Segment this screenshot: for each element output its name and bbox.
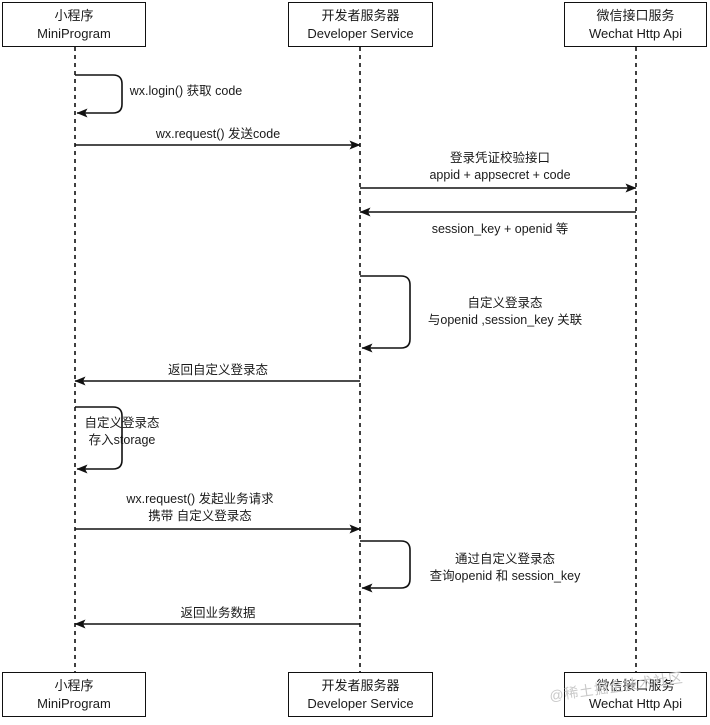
message-label-line: appid + appsecret + code	[429, 167, 571, 182]
participant-name-cn: 开发者服务器	[321, 677, 400, 693]
message-label-line: 自定义登录态	[467, 296, 543, 310]
message-label-line: 查询openid 和 session_key	[429, 568, 581, 583]
participant-name-en: MiniProgram	[37, 25, 111, 41]
participant-name-cn: 小程序	[54, 7, 94, 23]
message-label-m9: 通过自定义登录态查询openid 和 session_key	[430, 551, 581, 585]
message-label-line: wx.request() 发起业务请求	[126, 492, 274, 506]
message-label-line: wx.login() 获取 code	[129, 84, 243, 98]
message-label-line: 通过自定义登录态	[454, 552, 555, 566]
self-message-m1	[75, 74, 123, 118]
message-label-m5: 自定义登录态与openid ,session_key 关联	[428, 295, 582, 329]
message-label-line: 携带 自定义登录态	[148, 508, 252, 523]
self-message-m5	[360, 275, 411, 353]
participant-name-cn: 开发者服务器	[321, 7, 400, 23]
participant-name-en: Developer Service	[307, 25, 414, 41]
message-label-m4: session_key + openid 等	[432, 221, 569, 238]
message-label-m8: wx.request() 发起业务请求携带 自定义登录态	[126, 491, 273, 525]
participant-name-en: Developer Service	[307, 695, 414, 711]
self-message-m9	[360, 540, 411, 593]
message-label-m1: wx.login() 获取 code	[130, 83, 243, 100]
message-label-m10: 返回业务数据	[180, 605, 255, 622]
message-label-line: 返回自定义登录态	[167, 363, 269, 377]
participant-box-miniprogram-bottom: 小程序 MiniProgram	[2, 672, 146, 717]
self-message-m7	[75, 406, 123, 474]
message-label-line: 返回业务数据	[180, 606, 256, 620]
message-label-line: 登录凭证校验接口	[449, 151, 551, 165]
participant-box-miniprogram-top: 小程序 MiniProgram	[2, 2, 146, 47]
message-label-line: session_key + openid 等	[431, 222, 569, 236]
message-label-m7: 自定义登录态存入storage	[84, 415, 159, 449]
participant-name-cn: 微信接口服务	[596, 677, 675, 693]
lifelines-group	[74, 47, 637, 672]
messages-group	[74, 74, 637, 629]
message-label-line: 自定义登录态	[84, 416, 160, 430]
message-label-line: 与openid ,session_key 关联	[427, 312, 583, 327]
message-label-m2: wx.request() 发送code	[156, 126, 280, 143]
message-label-m3: 登录凭证校验接口 appid + appsecret + code	[429, 150, 570, 184]
participant-name-cn: 小程序	[54, 677, 94, 693]
participant-box-wechat-http-api-top: 微信接口服务 Wechat Http Api	[564, 2, 707, 47]
participant-name-en: Wechat Http Api	[589, 25, 682, 41]
message-label-m6: 返回自定义登录态	[168, 362, 268, 379]
participant-box-wechat-http-api-bottom: 微信接口服务 Wechat Http Api	[564, 672, 707, 717]
message-label-line: 存入storage	[88, 432, 156, 447]
participant-name-cn: 微信接口服务	[596, 7, 675, 23]
participant-name-en: MiniProgram	[37, 695, 111, 711]
message-label-line: wx.request() 发送code	[155, 127, 281, 141]
participant-box-developer-service-bottom: 开发者服务器 Developer Service	[288, 672, 433, 717]
participant-name-en: Wechat Http Api	[589, 695, 682, 711]
participant-box-developer-service-top: 开发者服务器 Developer Service	[288, 2, 433, 47]
